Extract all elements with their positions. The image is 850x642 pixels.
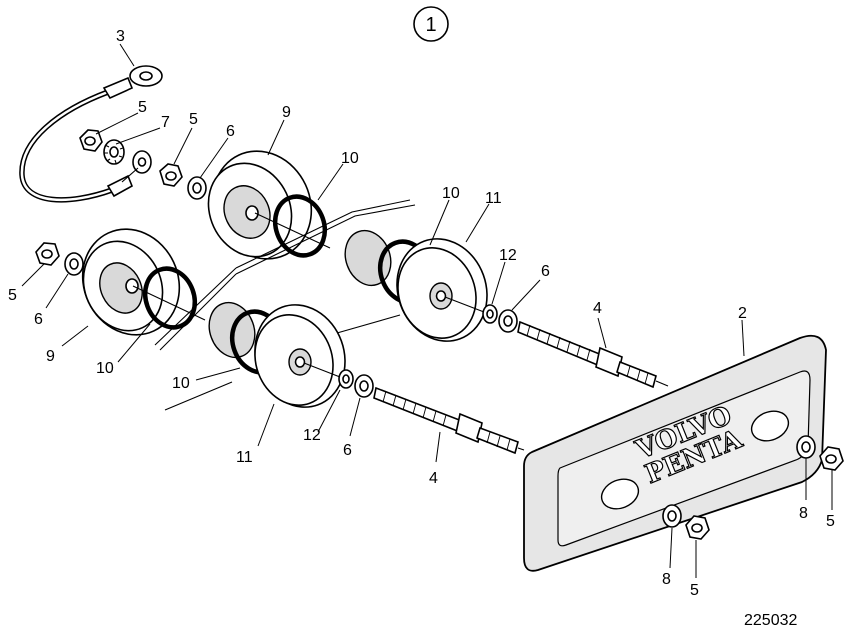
hull-opening [344,229,392,287]
label-2: 2 [738,305,747,322]
label-8: 8 [662,571,671,588]
anode-disc [207,150,313,260]
hex-nut [35,242,60,266]
washer [187,176,207,200]
label-9: 9 [46,348,55,365]
reference-number: 225032 [744,612,797,629]
label-6: 6 [343,442,352,459]
label-10: 10 [96,360,114,377]
label-8: 8 [799,505,808,522]
label-3: 3 [116,28,125,45]
anode-disc-large [254,304,346,408]
label-10: 10 [442,185,460,202]
label-12: 12 [303,427,321,444]
o-ring [272,194,328,258]
label-6: 6 [226,123,235,140]
hex-nut [819,446,844,471]
anode-disc [81,228,181,336]
washer [354,374,374,398]
label-12: 12 [499,247,517,264]
label-5: 5 [189,111,198,128]
seal [338,369,354,389]
figure-number: 1 [425,14,436,36]
washer [662,504,682,528]
label-6: 6 [541,263,550,280]
washer [64,252,84,276]
hex-nut [79,129,103,152]
leader-lines [21,43,833,578]
label-11: 11 [485,190,502,207]
label-5: 5 [138,99,147,116]
part-labels: 3 5 7 5 6 9 10 10 11 12 6 4 2 5 6 9 10 1… [8,28,835,599]
hex-nut [685,515,710,540]
anode-plate: VOLVO PENTA [523,334,827,572]
label-6: 6 [34,311,43,328]
label-4: 4 [593,300,602,317]
label-5: 5 [690,582,699,599]
washer [796,435,816,459]
anode-disc-large [396,238,488,342]
threaded-stud [517,320,657,389]
o-ring [142,266,198,330]
label-10: 10 [172,375,190,392]
label-4: 4 [429,470,438,487]
hex-nut [159,163,183,187]
figure-number-badge: 1 [413,6,449,42]
lock-washer [103,139,125,165]
label-10: 10 [341,150,359,167]
label-7: 7 [161,114,170,131]
threaded-stud [373,386,519,455]
label-5: 5 [826,513,835,530]
washer [498,309,518,333]
ground-cable [19,65,163,203]
label-11: 11 [236,449,253,466]
seal [482,304,498,324]
label-9: 9 [282,104,291,121]
label-5: 5 [8,287,17,304]
